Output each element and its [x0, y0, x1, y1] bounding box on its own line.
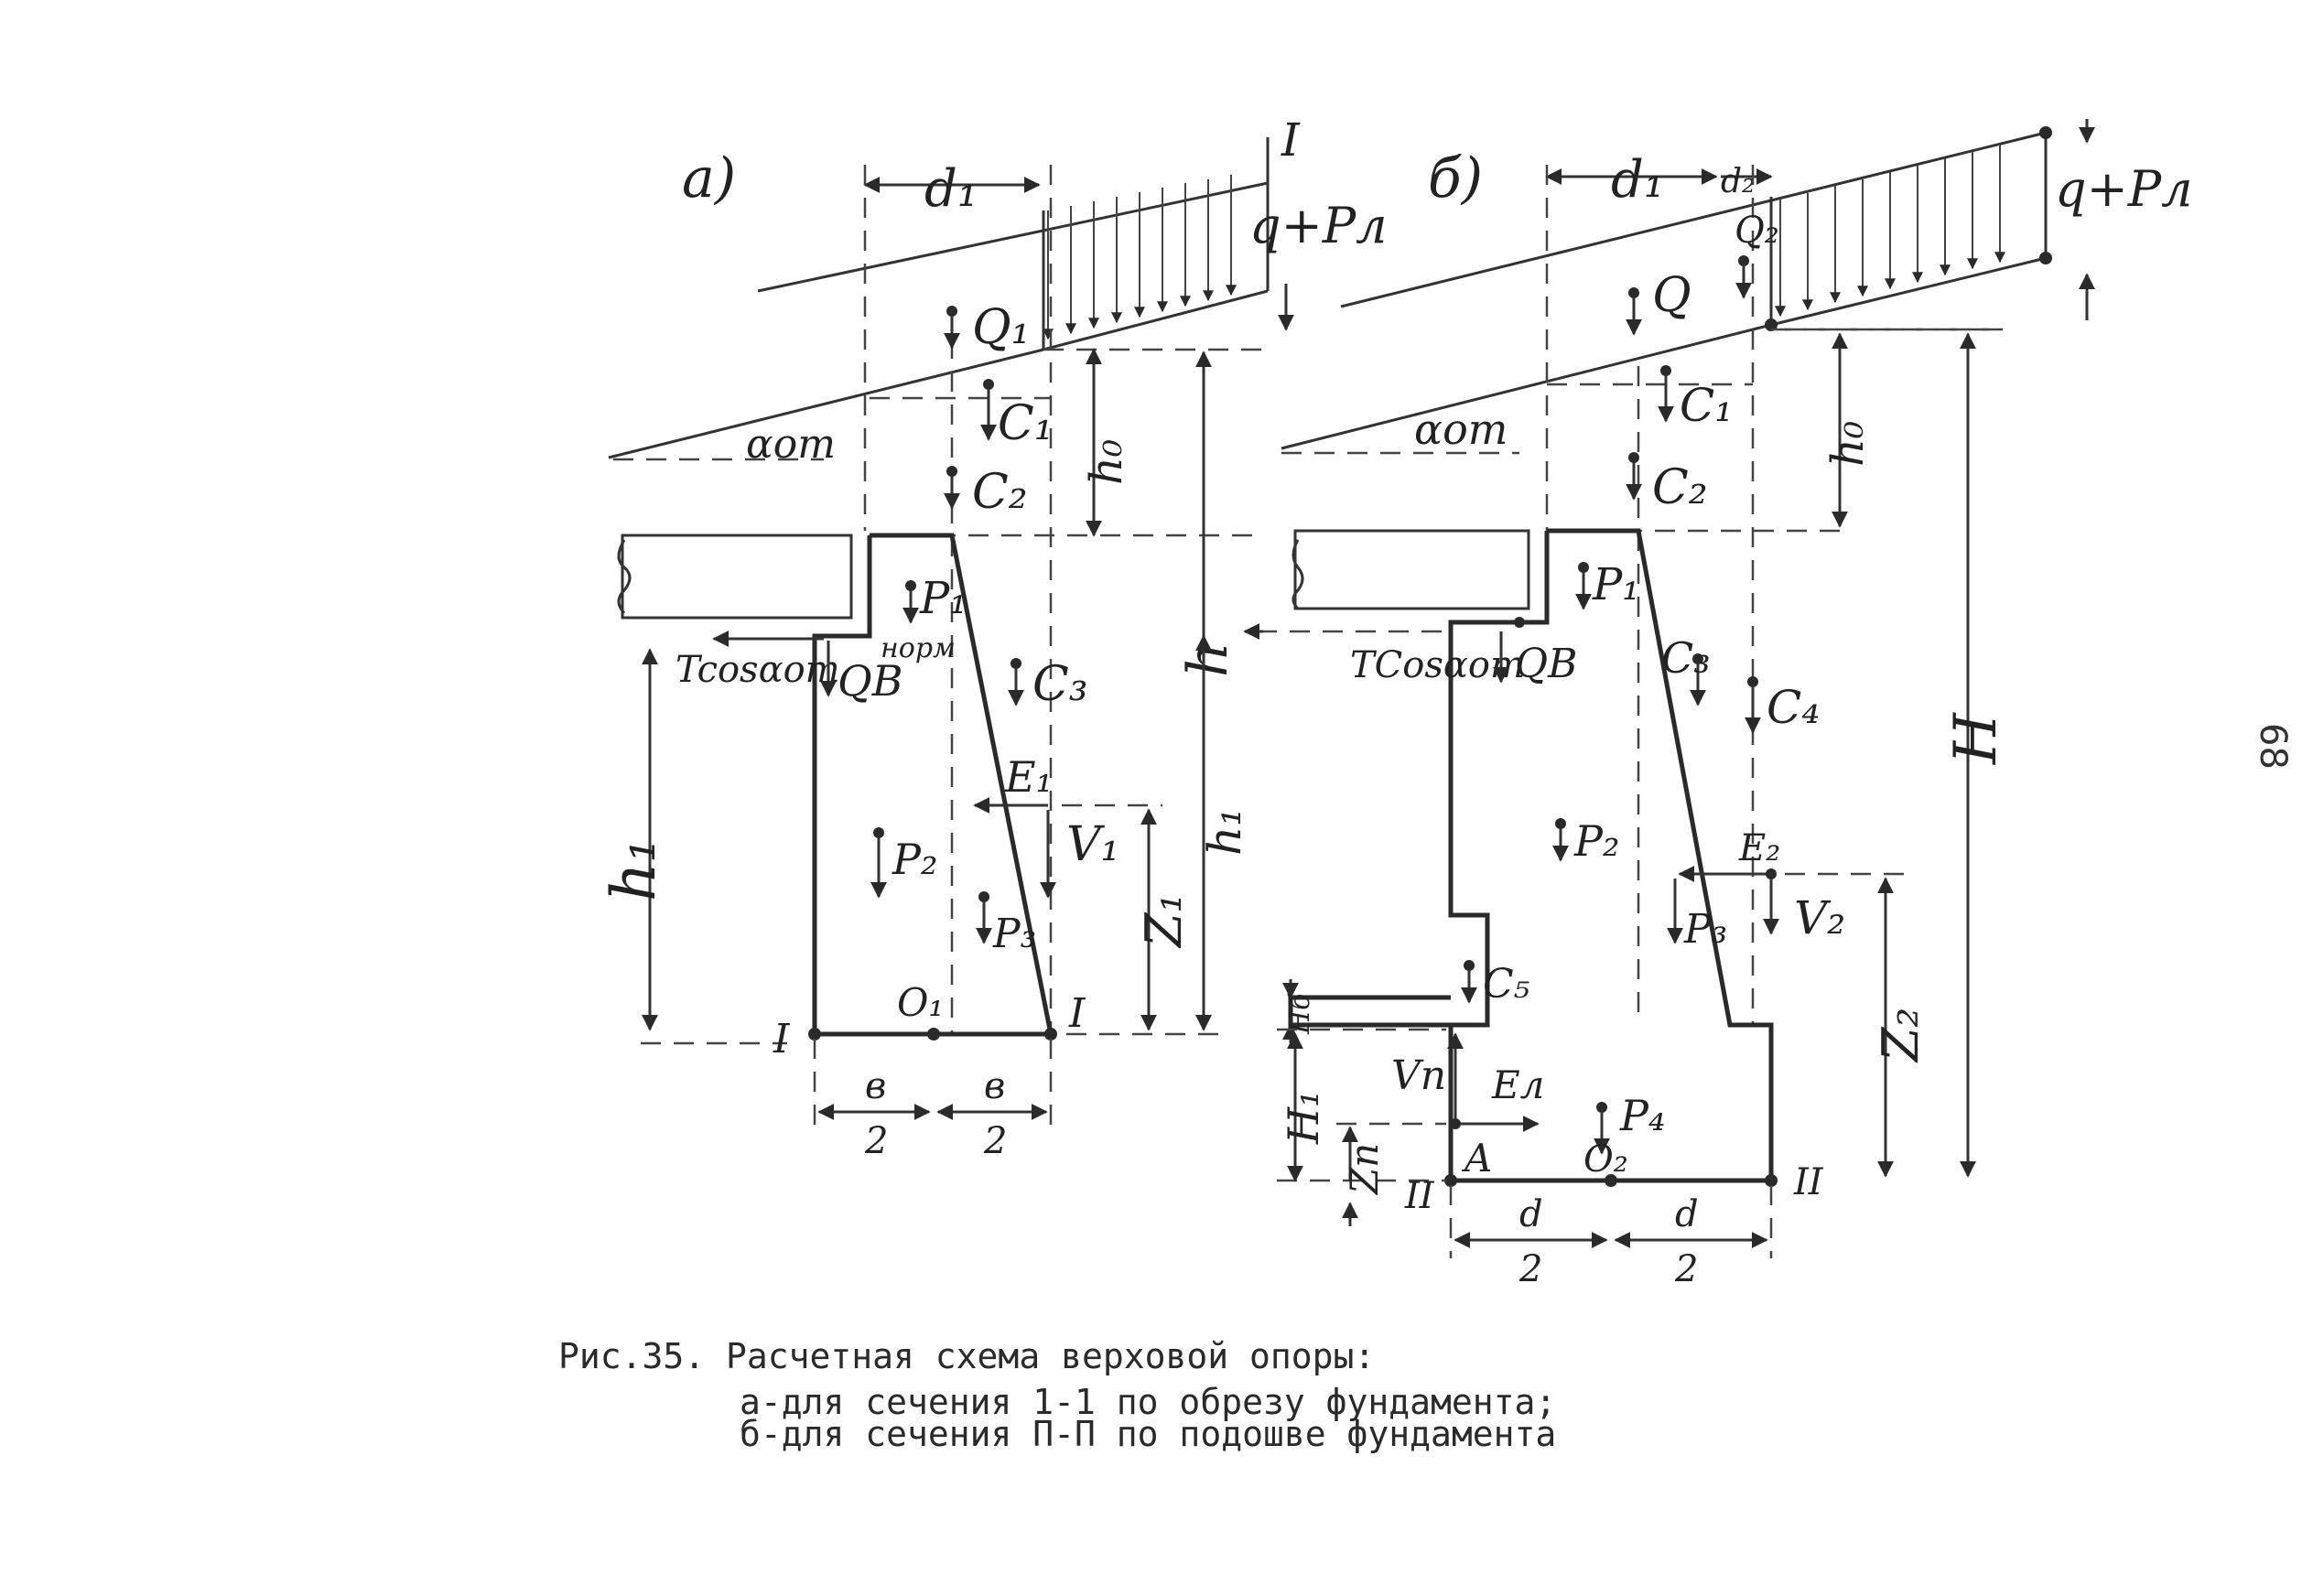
P1-label-b: P₁: [1592, 559, 1640, 610]
load-label-a: q+Pл: [1249, 197, 1388, 254]
h0-label-b: h₀: [1822, 421, 1874, 467]
h1-label-a: h₁: [599, 838, 669, 901]
En-label-b: Eл: [1491, 1062, 1544, 1107]
Q2-label-b: Q₂: [1735, 210, 1779, 252]
norm-label-a: норм: [881, 632, 956, 664]
section-left-b: II: [1404, 1175, 1435, 1217]
section-right-a: I: [1068, 990, 1086, 1037]
section-right-b: II: [1793, 1161, 1824, 1203]
section-left-a: I: [773, 1016, 791, 1062]
Z1-label-a: Z₁: [1135, 893, 1193, 949]
C3-label-a: C₃: [1032, 657, 1088, 712]
d1-label-b: d₁: [1611, 150, 1664, 210]
C4-label-b: C₄: [1767, 681, 1820, 734]
Q1-label-a: Q₁: [972, 300, 1030, 355]
d-half-2-den: 2: [1674, 1248, 1698, 1290]
C2-label-b: C₂: [1652, 460, 1708, 515]
slope-line-a: [608, 348, 1044, 459]
panel-b: б) q+Pл d₁ d₂: [1195, 119, 2193, 1290]
figure-caption: Рис.35. Расчетная схема верховой опоры: …: [558, 1336, 1556, 1454]
Vn-label-b: Vп: [1391, 1052, 1446, 1099]
A-label-b: A: [1461, 1136, 1492, 1181]
H1-label-b: H₁: [1279, 1090, 1328, 1145]
O1-label-a: O₁: [897, 980, 944, 1025]
P3-label-a: P₃: [992, 911, 1036, 957]
h-label-a: h: [1176, 642, 1240, 677]
QB-label-b: QB: [1515, 641, 1577, 687]
alpha-label-b: αот: [1414, 404, 1508, 454]
d1-label-a: d₁: [924, 159, 978, 219]
Hb-label-b: Hб: [1284, 993, 1316, 1035]
C5-label-b: C₅: [1483, 961, 1530, 1008]
slope-line-b: [1281, 323, 1772, 450]
caption-title: Рис.35. Расчетная схема верховой опоры:: [558, 1336, 1375, 1376]
load-label-b: q+Pл: [2055, 160, 2193, 218]
Z2-label-b: Z₂: [1872, 1008, 1929, 1063]
Q-label-b: Q: [1652, 268, 1691, 323]
d-half-1-den: 2: [1518, 1248, 1542, 1290]
T-label-a: Tcosαот: [675, 649, 840, 691]
panel-a: а) I q+Pл d₁: [599, 113, 1388, 1162]
Zn-label-b: Zп: [1342, 1143, 1387, 1196]
d-half-1-num: d: [1519, 1193, 1543, 1235]
d-half-2-num: d: [1675, 1193, 1699, 1235]
O2-label-b: O₂: [1583, 1138, 1628, 1181]
alpha-label-a: αот: [746, 421, 836, 468]
P2-label-b: P₂: [1573, 816, 1619, 866]
b-half-1-num: в: [865, 1065, 886, 1107]
P4-label-b: P₄: [1619, 1091, 1665, 1140]
d2-label-b: d₂: [1721, 163, 1755, 200]
distributed-load-hatch-b: [1769, 133, 2048, 325]
C1-label-a: C₁: [998, 396, 1054, 451]
span-block-a: [621, 534, 853, 620]
QB-label-a: QB: [838, 656, 903, 706]
distributed-load-hatch-a: [1042, 137, 1270, 350]
V1-label-a: V₁: [1066, 817, 1119, 872]
P3-label-b: P₃: [1683, 906, 1727, 953]
C1-label-b: C₁: [1680, 379, 1733, 432]
E1-label-a: E₁: [1004, 752, 1053, 802]
P1-label-a: P₁: [919, 573, 967, 624]
load-top-line-b: [1340, 131, 2047, 308]
V2-label-b: V₂: [1794, 891, 1845, 944]
b-half-2-den: 2: [983, 1120, 1007, 1162]
panel-b-tag: б): [1428, 146, 1483, 210]
caption-line-b: б-для сечения П-П по подошве фундамента: [740, 1414, 1556, 1454]
C3-label-b: C₃: [1661, 633, 1711, 683]
h1-label-b: h₁: [1198, 808, 1251, 856]
foundation-step-b: [1288, 995, 1451, 1028]
b-half-1-den: 2: [864, 1120, 888, 1162]
E2-label-b: E₂: [1738, 827, 1780, 869]
page-number: 68: [2252, 723, 2294, 770]
H-label-b: H: [1942, 712, 2010, 765]
C2-label-a: C₂: [972, 465, 1028, 520]
section-mark-top-a: I: [1281, 113, 1301, 167]
span-block-b: [1293, 529, 1530, 610]
T-label-b: TCosαот: [1350, 644, 1525, 686]
P2-label-a: P₂: [892, 835, 937, 884]
b-half-2-num: в: [984, 1065, 1005, 1107]
load-top-line-a: [757, 181, 1269, 293]
h0-label-a: h₀: [1081, 439, 1132, 485]
panel-a-tag: а): [682, 146, 736, 210]
caption-line-a: а-для сечения 1-1 по обрезу фундамента;: [740, 1382, 1556, 1422]
slope-line-a-ext: [1043, 289, 1269, 351]
